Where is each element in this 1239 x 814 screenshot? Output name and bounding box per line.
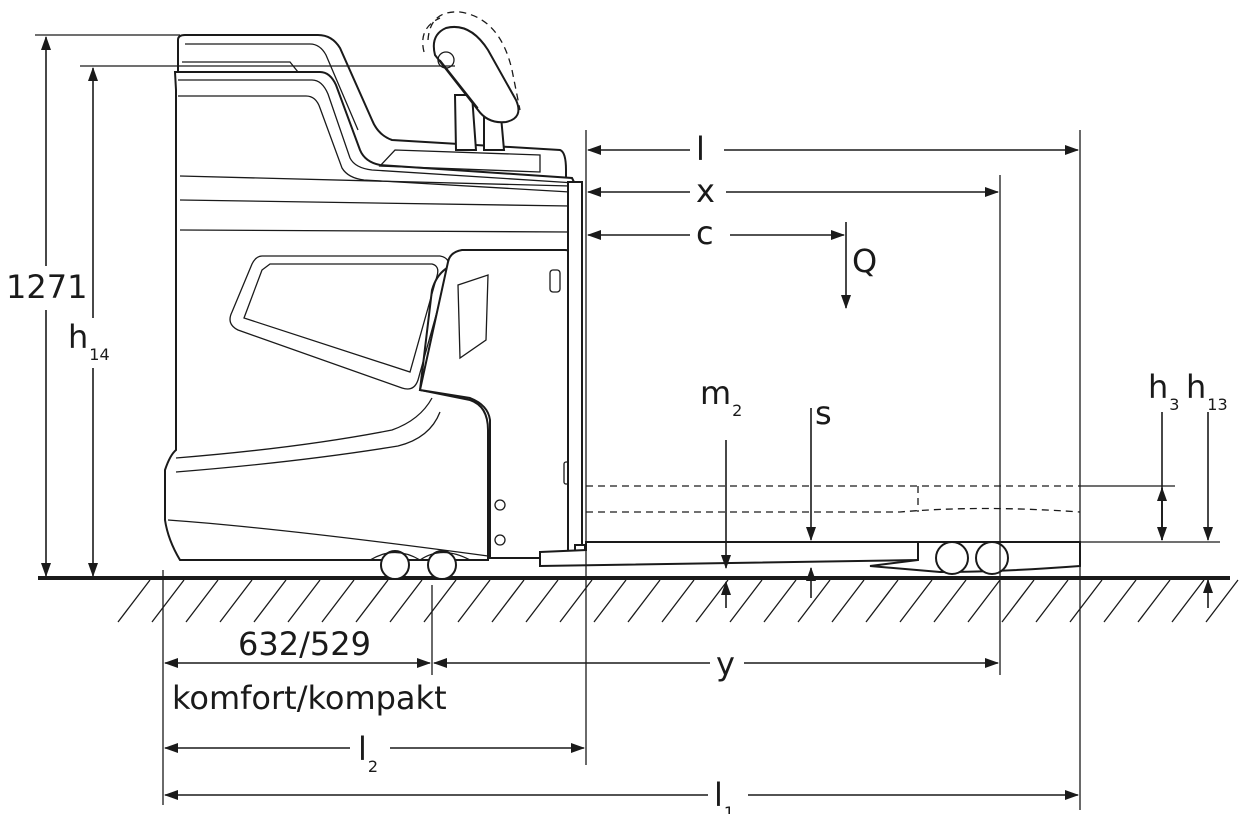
variant-note: komfort/kompakt <box>172 679 447 717</box>
ground-hatch-line <box>253 579 287 623</box>
drive-wheels <box>369 550 471 580</box>
ground-hatch-line <box>933 579 967 623</box>
ground-hatch-line <box>151 579 185 623</box>
ground-hatch-line <box>287 579 321 623</box>
c-label: c <box>696 214 714 252</box>
ground-hatch-line <box>865 579 899 623</box>
s-label: s <box>815 394 832 432</box>
h3-label: h3 <box>1148 368 1179 414</box>
ground-hatch-line <box>593 579 627 623</box>
ground-hatch-line <box>457 579 491 623</box>
ground-hatch-line <box>1171 579 1205 623</box>
ground-hatch-line <box>1137 579 1171 623</box>
ground-hatch-line <box>763 579 797 623</box>
truck-body <box>164 34 586 561</box>
ground-hatch-line <box>321 579 355 623</box>
ground-hatch-line <box>1205 579 1239 623</box>
ground-hatch-line <box>219 579 253 623</box>
ground-hatch-line <box>797 579 831 623</box>
ground-hatch-line <box>695 579 729 623</box>
ground-hatch-line <box>661 579 695 623</box>
y-label: y <box>716 645 735 683</box>
x-label: x <box>696 172 715 210</box>
ground-hatch-line <box>1069 579 1103 623</box>
ground-hatch-line <box>1001 579 1035 623</box>
m2-label: m2 <box>700 374 742 420</box>
ground-hatch-line <box>185 579 219 623</box>
ground-hatch-line <box>831 579 865 623</box>
overall-height-label: 1271 <box>6 268 87 306</box>
tiller-handle <box>378 11 541 173</box>
l-label: l <box>696 130 705 168</box>
ground-hatch-line <box>355 579 389 623</box>
label-backgrounds <box>2 130 748 814</box>
ground-hatch-line <box>967 579 1001 623</box>
ground-hatch-line <box>899 579 933 623</box>
ground-hatch-line <box>729 579 763 623</box>
ground-hatch-line <box>559 579 593 623</box>
ground <box>38 576 1239 623</box>
h13-label: h13 <box>1186 368 1228 414</box>
l1-label: l1 <box>714 776 734 814</box>
h14-label: h14 <box>68 318 110 364</box>
l2-label: l2 <box>358 730 378 776</box>
ground-hatch-line <box>627 579 661 623</box>
drive-length-label: 632/529 <box>238 625 371 663</box>
ground-hatch-line <box>117 579 151 623</box>
ground-hatch-line <box>423 579 457 623</box>
ground-hatch-line <box>1103 579 1137 623</box>
load-q-label: Q <box>852 242 877 280</box>
ground-hatch-line <box>525 579 559 623</box>
ground-hatch-line <box>1035 579 1069 623</box>
forks <box>539 485 1081 575</box>
ground-hatch-line <box>389 579 423 623</box>
ground-hatch-line <box>491 579 525 623</box>
